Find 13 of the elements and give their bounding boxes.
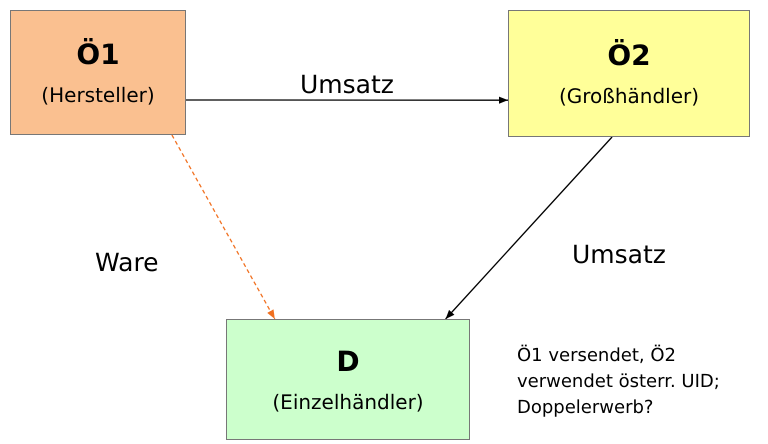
party-box	[508, 10, 750, 137]
party-box	[226, 319, 470, 440]
party-code: Ö2	[607, 39, 651, 72]
party-code: D	[336, 345, 360, 378]
party-code: Ö1	[76, 38, 120, 71]
party-role: (Einzelhändler)	[272, 390, 424, 414]
party-role: (Großhändler)	[558, 84, 700, 108]
arrow	[171, 134, 276, 320]
arrow	[445, 136, 613, 320]
note-text: Ö1 versendet, Ö2 verwendet österr. UID; Doppelerwerb?	[517, 344, 721, 420]
party-role: (Hersteller)	[41, 83, 155, 107]
party-box	[10, 10, 186, 135]
arrow	[186, 96, 508, 104]
